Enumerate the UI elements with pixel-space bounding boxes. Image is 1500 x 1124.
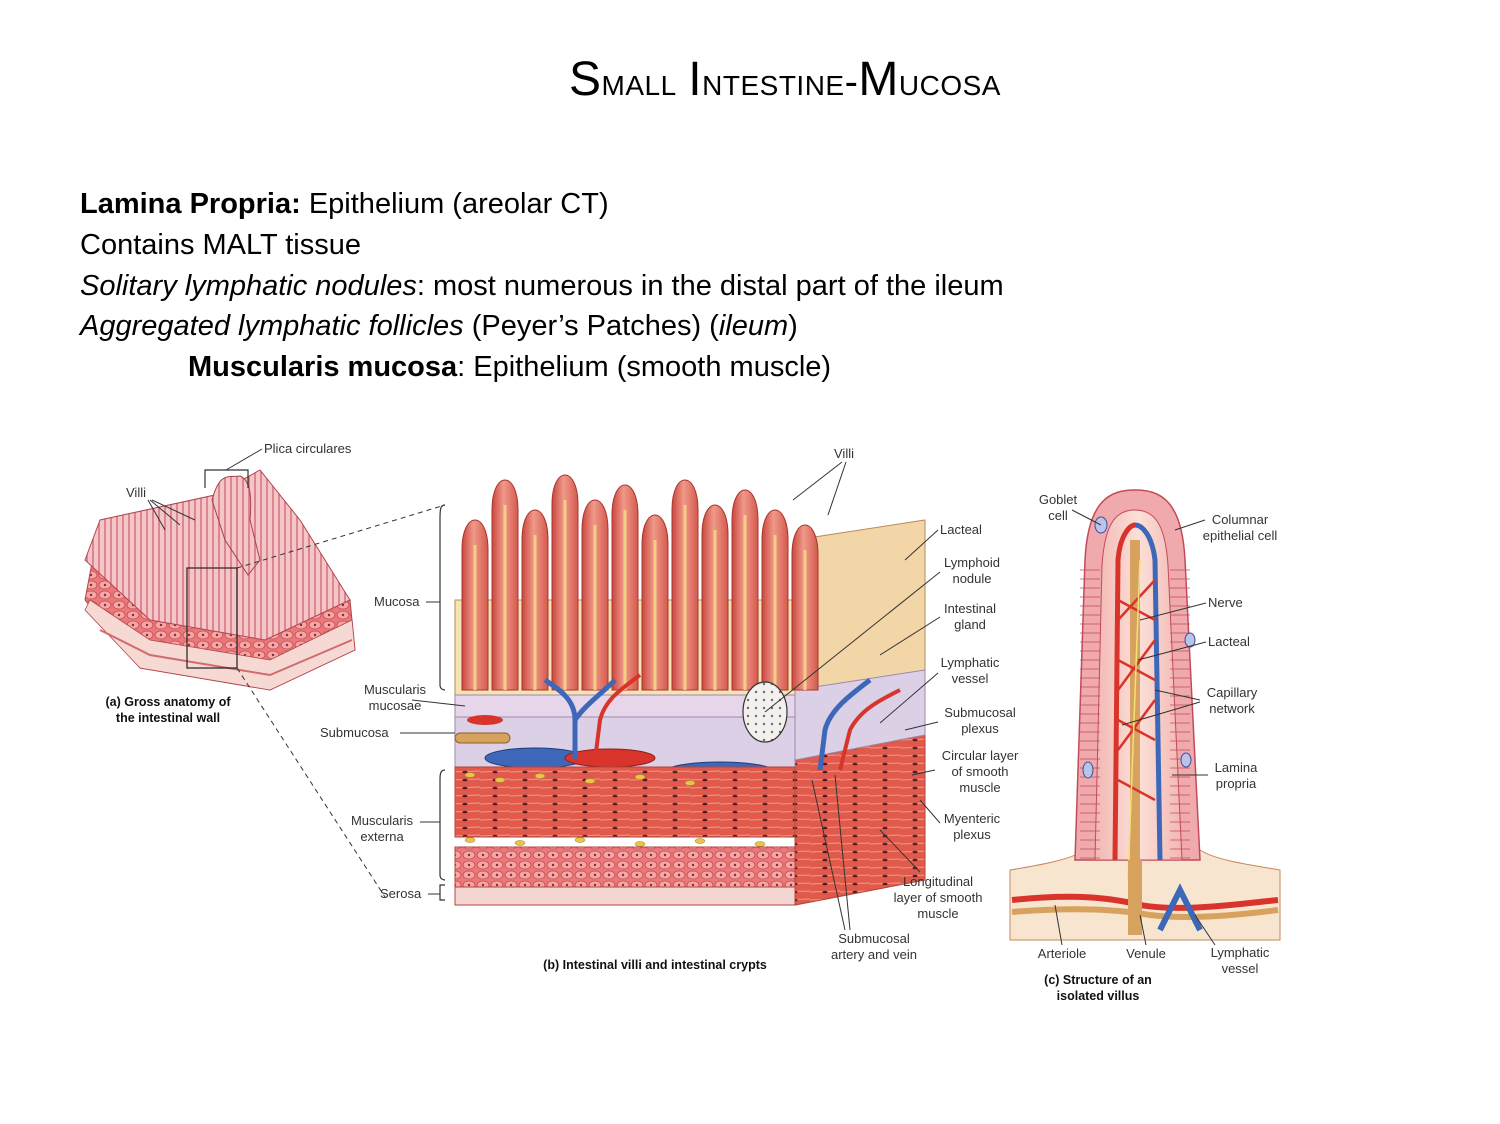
label-venule: Venule xyxy=(1126,946,1166,961)
submucosal-artery xyxy=(564,748,656,768)
panel-c-isolated-villus: Goblet cell Columnar epithelial cell Ner… xyxy=(1009,489,1281,1003)
label-lymphatic-vessel-b-2: vessel xyxy=(952,671,989,686)
circular-muscle-layer xyxy=(454,766,796,838)
plica-circulares-fold xyxy=(211,475,261,576)
caption-a-line1: (a) Gross anatomy of xyxy=(105,695,231,709)
inset-box xyxy=(186,567,238,669)
nerve-fiber xyxy=(1127,559,1141,881)
label-longitudinal-2: layer of smooth xyxy=(894,890,983,905)
label-plica-circulares: Plica circulares xyxy=(264,441,352,456)
label-capillary-1: Capillary xyxy=(1207,685,1258,700)
caption-c-line2: isolated villus xyxy=(1057,989,1140,1003)
label-lymphatic-vessel-b-1: Lymphatic xyxy=(941,655,1000,670)
capillary-artery xyxy=(1112,522,1136,861)
label-submucosa: Submucosa xyxy=(320,725,389,740)
close-paren: ) xyxy=(788,310,798,343)
label-submucosal-plexus-1: Submucosal xyxy=(944,705,1016,720)
lamina-propria-desc: Epithelium (areolar CT) xyxy=(300,188,609,220)
slide-title: Small Intestine-Mucosa xyxy=(569,53,1001,106)
line-lamina-propria: Lamina Propria: Epithelium (areolar CT) xyxy=(80,184,1004,225)
label-villi-b: Villi xyxy=(834,446,854,461)
label-lacteal-c: Lacteal xyxy=(1208,634,1250,649)
serosa-layer xyxy=(454,886,796,906)
label-goblet-1: Goblet xyxy=(1039,492,1078,507)
muscularis-mucosa-desc: : Epithelium (smooth muscle) xyxy=(457,351,832,384)
muscularis-mucosa-term: Muscularis mucosa xyxy=(188,351,458,384)
caption-a-line2: the intestinal wall xyxy=(116,711,220,725)
body-text: Lamina Propria: Epithelium (areolar CT) … xyxy=(80,184,1004,388)
label-circular-layer-3: muscle xyxy=(959,780,1000,795)
label-circular-layer-1: Circular layer xyxy=(942,748,1019,763)
lamina-propria-term: Lamina Propria: xyxy=(80,188,301,220)
label-lymphatic-c-1: Lymphatic xyxy=(1211,945,1270,960)
label-intestinal-gland-1: Intestinal xyxy=(944,601,996,616)
lymphatic-vessel-tube xyxy=(454,732,511,744)
panel-b-villi-crypts: Mucosa Muscularis mucosae Submucosa Musc… xyxy=(320,446,1019,972)
label-myenteric-plexus-2: plexus xyxy=(953,827,991,842)
ileum-term: ileum xyxy=(718,310,789,343)
villi-surface xyxy=(84,469,351,641)
label-serosa: Serosa xyxy=(380,886,422,901)
label-muscularis-mucosae-1: Muscularis xyxy=(364,682,427,697)
caption-c-line1: (c) Structure of an xyxy=(1044,973,1152,987)
label-circular-layer-2: of smooth xyxy=(951,764,1008,779)
label-lymphoid-nodule-2: nodule xyxy=(952,571,991,586)
line-solitary-nodules: Solitary lymphatic nodules: most numerou… xyxy=(80,266,1004,307)
label-lymphoid-nodule-1: Lymphoid xyxy=(944,555,1000,570)
label-longitudinal-1: Longitudinal xyxy=(903,874,973,889)
label-lamina-propria-1: Lamina xyxy=(1215,760,1258,775)
label-columnar-1: Columnar xyxy=(1212,512,1269,527)
aggregated-follicles-term: Aggregated lymphatic follicles xyxy=(80,310,464,343)
label-nerve: Nerve xyxy=(1208,595,1243,610)
panel-a-gross-anatomy: Plica circulares Villi (a) Gross anatomy… xyxy=(84,441,446,898)
solitary-nodules-term: Solitary lymphatic nodules xyxy=(80,269,417,302)
label-lymphatic-c-2: vessel xyxy=(1222,961,1259,976)
label-intestinal-gland-2: gland xyxy=(954,617,986,632)
longitudinal-muscle-layer xyxy=(454,846,796,888)
label-myenteric-plexus-1: Myenteric xyxy=(944,811,1001,826)
label-longitudinal-3: muscle xyxy=(917,906,958,921)
label-columnar-2: epithelial cell xyxy=(1203,528,1278,543)
label-goblet-2: cell xyxy=(1048,508,1068,523)
label-muscularis-mucosae-2: mucosae xyxy=(369,698,422,713)
line-muscularis-mucosa: Muscularis mucosa: Epithelium (smooth mu… xyxy=(80,347,1004,388)
label-submucosal-plexus-2: plexus xyxy=(961,721,999,736)
label-muscularis-externa-1: Muscularis xyxy=(351,813,414,828)
capillary-vein xyxy=(1134,522,1163,861)
malt-text: Contains MALT tissue xyxy=(80,228,361,261)
label-submucosal-artery-1: Submucosal xyxy=(838,931,910,946)
villi-group xyxy=(461,474,819,691)
label-lamina-propria-2: propria xyxy=(1216,776,1257,791)
label-submucosal-artery-2: artery and vein xyxy=(831,947,917,962)
label-capillary-2: network xyxy=(1209,701,1255,716)
line-malt: Contains MALT tissue xyxy=(80,225,1004,266)
solitary-nodules-desc: : most numerous in the distal part of th… xyxy=(416,269,1004,302)
caption-b: (b) Intestinal villi and intestinal cryp… xyxy=(543,958,767,972)
label-arteriole: Arteriole xyxy=(1038,946,1086,961)
label-mucosa: Mucosa xyxy=(374,594,420,609)
peyers-patches-text: (Peyer’s Patches) ( xyxy=(463,310,719,343)
line-aggregated-follicles: Aggregated lymphatic follicles (Peyer’s … xyxy=(80,306,1004,347)
label-muscularis-externa-2: externa xyxy=(360,829,404,844)
label-villi-a: Villi xyxy=(126,485,146,500)
label-lacteal-b: Lacteal xyxy=(940,522,982,537)
